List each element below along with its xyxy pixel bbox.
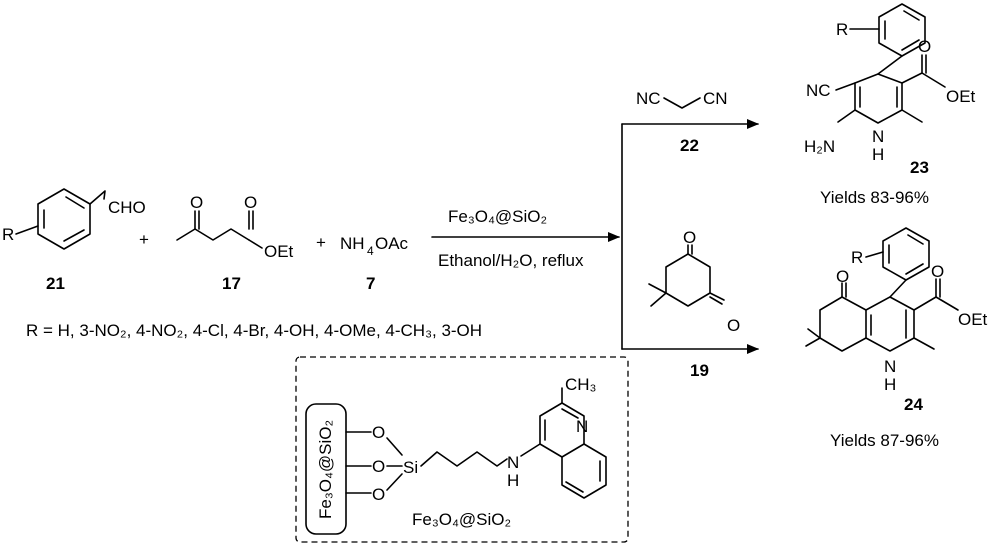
compound-number-23: 23 <box>910 158 929 177</box>
compound-24: R O O OEt N H 24 <box>805 227 988 414</box>
solvent-condition: Ethanol/H₂O, reflux <box>438 251 584 270</box>
catalyst-condition: Fe₃O₄@SiO₂ <box>448 207 547 226</box>
plus-sign-1: + <box>139 230 149 249</box>
ester-carbonyl-oxygen: O <box>244 193 257 212</box>
compound-number-22: 22 <box>680 136 699 155</box>
yield-24: Yields 87-96% <box>830 431 939 450</box>
ketone-oxygen: O <box>190 193 203 212</box>
cho-label: CHO <box>108 198 146 217</box>
quinoline-n: N <box>576 417 588 436</box>
catalyst-name: Fe₃O₄@SiO₂ <box>412 510 511 529</box>
compound-19: O O 19 <box>648 228 740 380</box>
oxygen-1: O <box>372 423 385 442</box>
support-label-vertical: Fe₃O₄@SiO₂ <box>316 420 335 519</box>
ring-n-23: N <box>872 127 884 146</box>
r-group-list: R = H, 3-NO₂, 4-NO₂, 4-Cl, 4-Br, 4-OH, 4… <box>26 321 482 340</box>
methyl-label: CH₃ <box>565 375 596 394</box>
cn-label-23: NC <box>806 81 831 100</box>
oet-label: OEt <box>264 242 294 261</box>
plus-sign-2: + <box>316 233 326 252</box>
compound-number-7: 7 <box>366 274 375 293</box>
ester-oxygen-23: O <box>918 37 931 56</box>
oet-label-23: OEt <box>946 87 976 106</box>
cn-label: CN <box>703 89 728 108</box>
compound-number-21: 21 <box>46 274 65 293</box>
oet-label-24: OEt <box>958 310 988 329</box>
compound-22: NC CN 22 <box>636 89 728 155</box>
ring-h-24: H <box>884 375 896 394</box>
compound-number-17: 17 <box>222 274 241 293</box>
compound-7: NH 4 OAc 7 <box>340 234 409 293</box>
ester-oxygen-24: O <box>931 262 944 281</box>
nh-label: NH <box>340 234 365 253</box>
catalyst-structure-box: Fe₃O₄@SiO₂ O O O Si N H N CH₃ Fe₃O₄@SiO₂ <box>295 356 629 543</box>
r-label: R <box>2 225 14 244</box>
compound-23: R O OEt NC H₂N N H 23 <box>804 3 976 177</box>
compound-21: CHO R 21 <box>2 188 146 293</box>
ring-h-23: H <box>872 145 884 164</box>
nc-label: NC <box>636 89 661 108</box>
compound-number-19: 19 <box>690 361 709 380</box>
ring-n-24: N <box>884 357 896 376</box>
silicon-label: Si <box>403 458 418 477</box>
oxygen-2: O <box>372 457 385 476</box>
amine-h: H <box>507 471 519 490</box>
nh2-label-23: H₂N <box>804 137 835 156</box>
r-label-24: R <box>851 248 863 267</box>
compound-17: O O OEt 17 <box>176 193 294 293</box>
oac-label: OAc <box>375 234 409 253</box>
compound-number-24: 24 <box>904 395 923 414</box>
dimedone-oxygen-2: O <box>727 316 740 335</box>
oxygen-3: O <box>372 485 385 504</box>
nh4-subscript: 4 <box>367 244 374 258</box>
yield-23: Yields 83-96% <box>820 188 929 207</box>
amine-n: N <box>507 453 519 472</box>
dimedone-oxygen-1: O <box>683 228 696 247</box>
ketone-oxygen-24: O <box>836 267 849 286</box>
r-label-23: R <box>836 20 848 39</box>
